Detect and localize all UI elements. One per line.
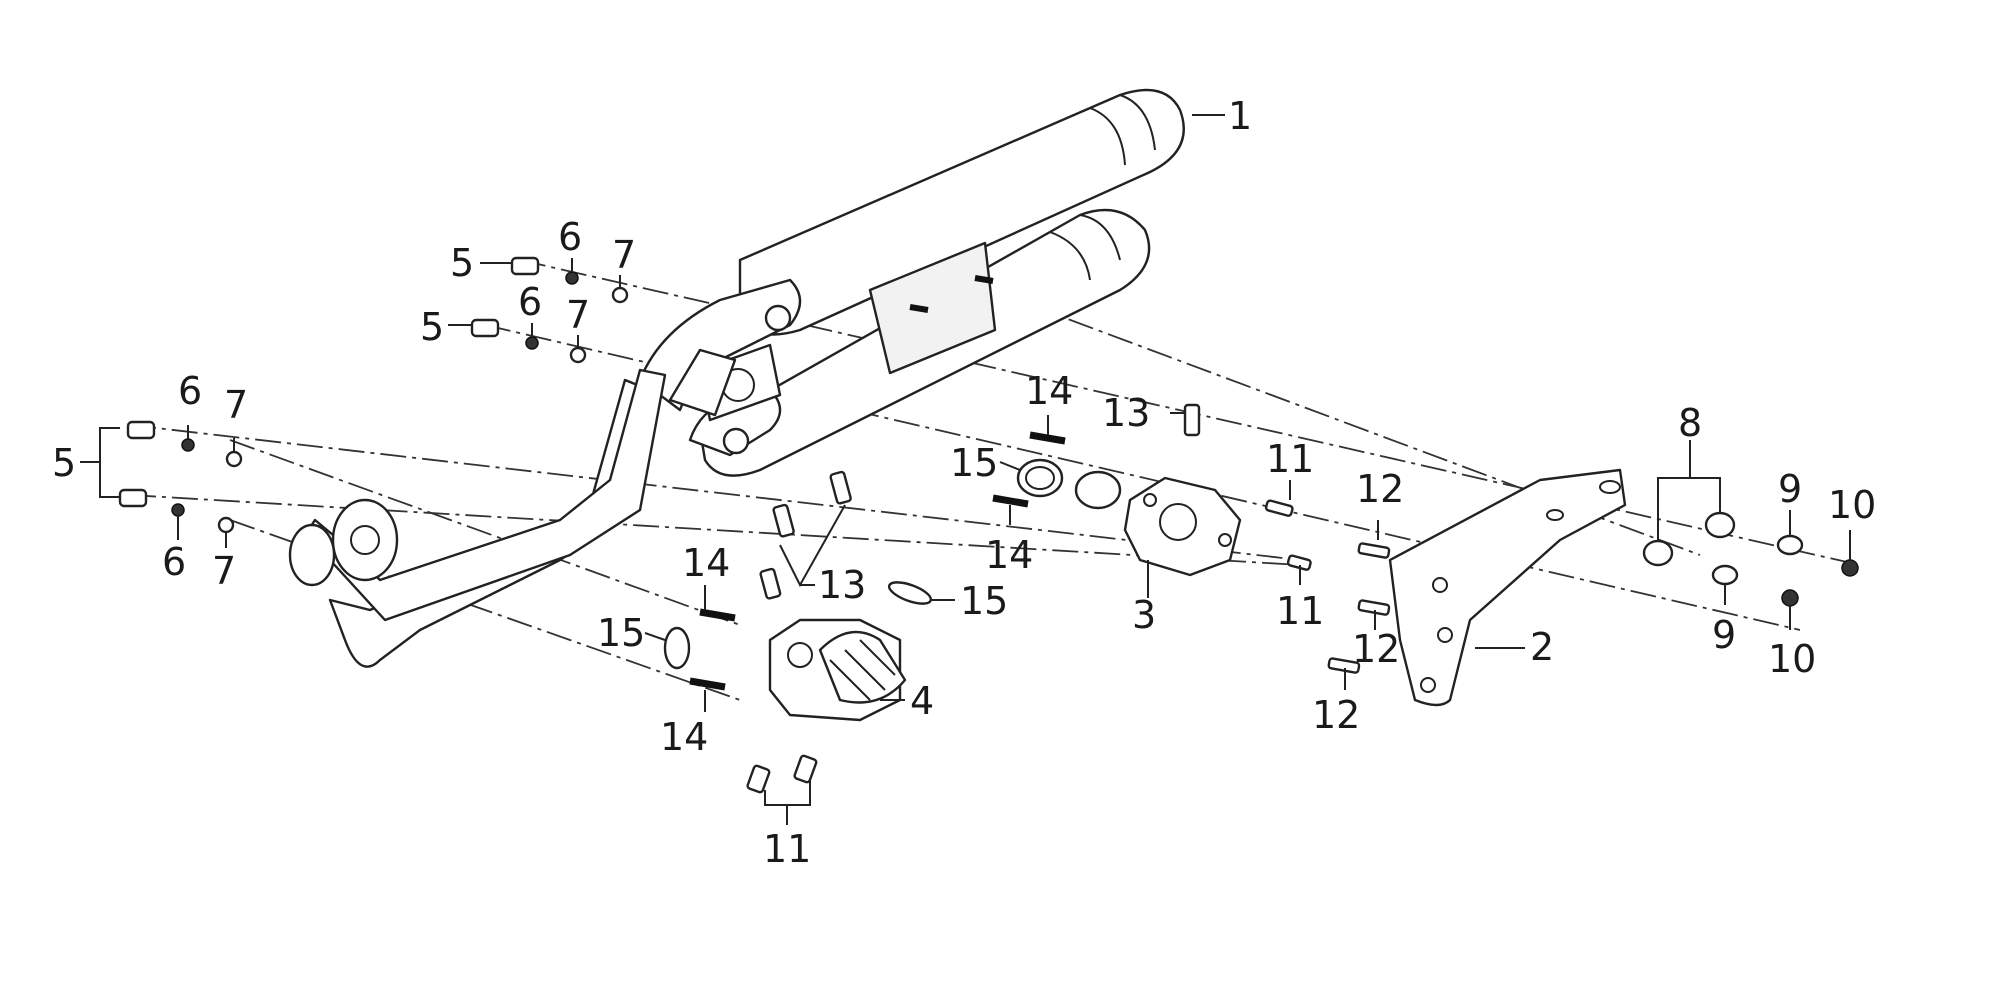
callout-6-top: 6 xyxy=(558,215,582,259)
header-pipes xyxy=(288,348,737,668)
callout-5-left: 5 xyxy=(52,441,76,485)
callout-9-bottom: 9 xyxy=(1712,613,1736,657)
callout-13-left: 13 xyxy=(818,563,866,607)
callout-6-left-top: 6 xyxy=(178,369,202,413)
bracket-part-2 xyxy=(1388,468,1627,707)
leader-lines xyxy=(80,114,1851,825)
callout-7-left-top: 7 xyxy=(224,383,248,427)
muffler-assembly xyxy=(638,88,1185,477)
callout-8: 8 xyxy=(1678,401,1702,445)
callout-15-right: 15 xyxy=(950,441,998,485)
hardware xyxy=(118,256,1859,794)
callout-7-left-bottom: 7 xyxy=(212,549,236,593)
flange-part-3 xyxy=(1123,476,1242,577)
callout-11-right-bottom: 11 xyxy=(1276,589,1324,633)
callout-6-left-bottom: 6 xyxy=(162,540,186,584)
callout-9-top: 9 xyxy=(1778,467,1802,511)
callout-labels: 1 2 3 4 5 5 5 6 6 6 6 7 7 7 7 8 9 9 10 1… xyxy=(52,94,1876,871)
callout-14-right-top: 14 xyxy=(1025,369,1073,413)
callout-7-top: 7 xyxy=(612,233,636,277)
callout-15-left: 15 xyxy=(597,611,645,655)
callout-11-bottom: 11 xyxy=(763,827,811,871)
callout-5-mid: 5 xyxy=(420,305,444,349)
callout-10-top: 10 xyxy=(1828,483,1876,527)
callout-13-right: 13 xyxy=(1102,391,1150,435)
callout-5-top: 5 xyxy=(450,241,474,285)
callout-7-mid: 7 xyxy=(566,293,590,337)
callout-15-mid: 15 xyxy=(960,579,1008,623)
callout-3: 3 xyxy=(1132,593,1156,637)
callout-14-right-bottom: 14 xyxy=(985,533,1033,577)
callout-11-right-top: 11 xyxy=(1266,437,1314,481)
callout-14-left-top: 14 xyxy=(682,541,730,585)
callout-10-bottom: 10 xyxy=(1768,637,1816,681)
callout-6-mid: 6 xyxy=(518,280,542,324)
callout-12-bottom: 12 xyxy=(1312,693,1360,737)
callout-2: 2 xyxy=(1530,625,1554,669)
callout-14-left-bottom: 14 xyxy=(660,715,708,759)
callout-1: 1 xyxy=(1228,94,1252,138)
callout-12-mid: 12 xyxy=(1352,627,1400,671)
callout-12-top: 12 xyxy=(1356,467,1404,511)
callout-4: 4 xyxy=(910,679,934,723)
